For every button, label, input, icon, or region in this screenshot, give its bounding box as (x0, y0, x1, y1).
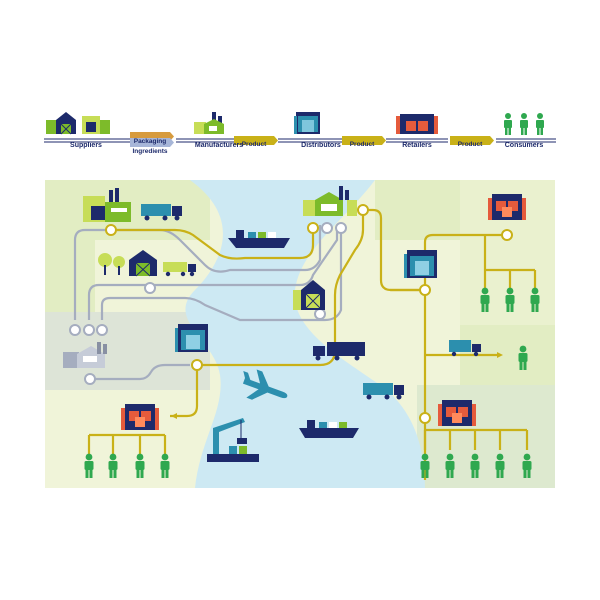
legend-icons (44, 112, 556, 147)
supply-chain-legend (44, 104, 556, 164)
retail-store-icon (488, 194, 526, 220)
product-pill-shape-2 (342, 136, 386, 145)
supplier-factory-icon (82, 116, 110, 134)
retail-store-icon (121, 404, 159, 430)
manufacturer-factory-icon (303, 186, 357, 216)
supply-chain-map (45, 180, 555, 488)
farm-barn-icon (98, 250, 157, 277)
barn-icon (293, 280, 325, 310)
route-nodes-grey (69, 222, 347, 385)
warehouse-icon (404, 250, 437, 278)
port-crane-icon (207, 418, 259, 462)
retail-store-icon (438, 400, 476, 426)
ingredients-pill-shape (130, 138, 174, 147)
processing-factory-icon (63, 342, 107, 368)
stage-label-manufacturers: Manufacturers (194, 142, 244, 149)
land-patch (45, 240, 95, 312)
connector-packaging: Packaging (133, 138, 167, 145)
grey-routes (73, 225, 343, 381)
connector-ingredients: Ingredients (132, 148, 168, 155)
distributor-warehouse-icon (294, 112, 320, 134)
warehouse-icon (175, 324, 208, 352)
supplier-factory-icon (83, 188, 131, 222)
supplier-barn-icon (46, 112, 76, 135)
stage-label-retailers: Retailers (402, 142, 432, 149)
airplane-icon (242, 369, 288, 400)
cargo-ship-icon (228, 230, 290, 248)
connector-product-2: Product (349, 141, 375, 148)
product-pill-shape-1 (234, 136, 278, 145)
land-patch (417, 385, 555, 488)
route-nodes-gold (105, 204, 513, 424)
legend-baselines (44, 138, 556, 143)
connector-product-3: Product (457, 141, 483, 148)
product-pill-shape-3 (450, 136, 494, 145)
stage-label-distributors: Distributors (301, 142, 341, 149)
gold-routes (87, 208, 537, 480)
stage-label-suppliers: Suppliers (70, 142, 102, 149)
retailer-store-icon (396, 114, 438, 134)
navy-truck-icon (313, 342, 365, 361)
consumer-people-icon (504, 113, 544, 135)
stage-label-consumers: Consumers (504, 142, 544, 149)
connector-product-1: Product (241, 141, 267, 148)
cargo-ship-icon (299, 420, 359, 438)
farm-truck-icon (163, 262, 196, 277)
manufacturer-factory-icon (194, 112, 224, 134)
delivery-truck-icon (449, 340, 481, 357)
